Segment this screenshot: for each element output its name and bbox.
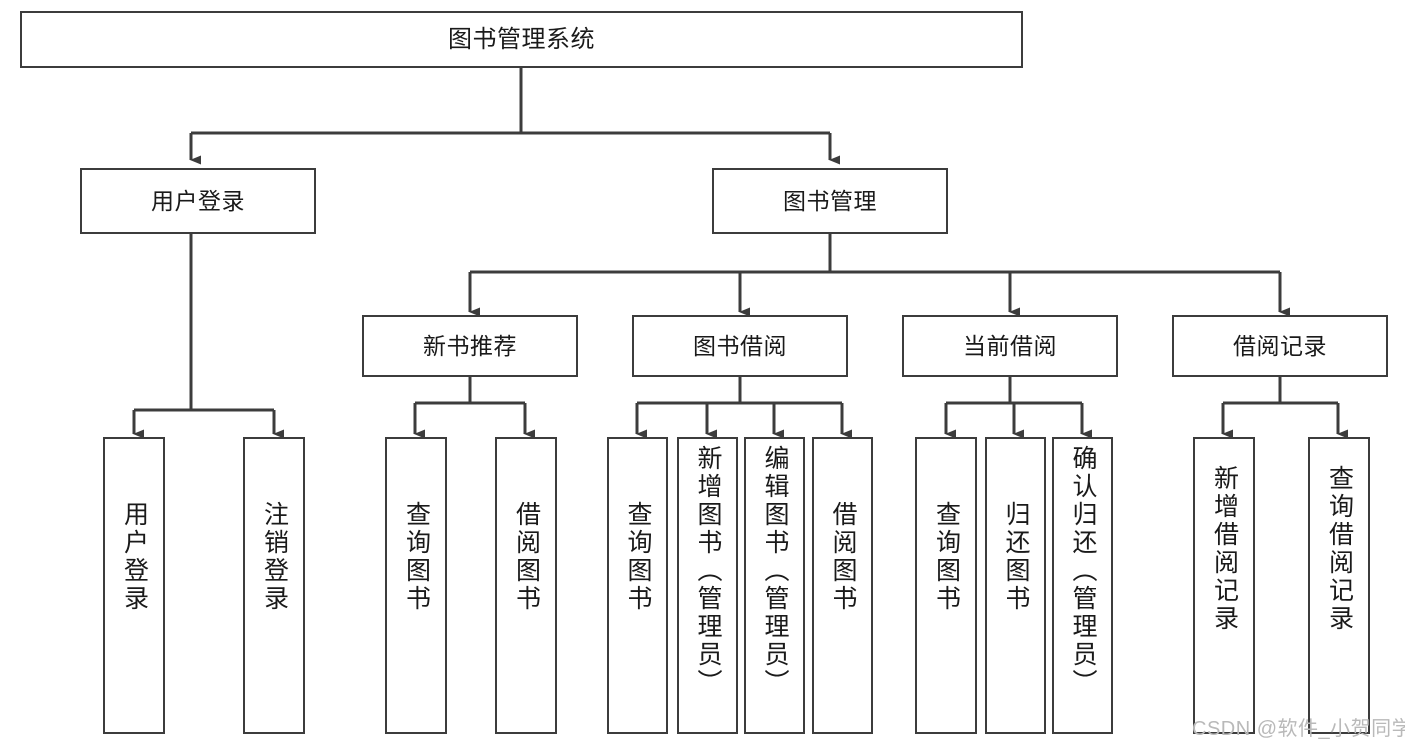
leaf-query-borrow-record[interactable]: 查询借阅记录 <box>1308 437 1370 734</box>
node-book-borrow[interactable]: 图书借阅 <box>632 315 848 377</box>
leaf-add-borrow-record[interactable]: 新增借阅记录 <box>1193 437 1255 734</box>
node-label: 借阅记录 <box>1233 332 1327 359</box>
leaf-confirm-return-admin[interactable]: 确认归还（管理员） <box>1052 437 1113 734</box>
node-label: 注销登录 <box>260 501 289 613</box>
leaf-query-book-new-recommend[interactable]: 查询图书 <box>385 437 447 734</box>
node-label: 当前借阅 <box>963 332 1057 359</box>
leaf-query-book-borrow[interactable]: 查询图书 <box>607 437 668 734</box>
node-label: 用户登录 <box>151 187 245 214</box>
node-user-login[interactable]: 用户登录 <box>80 168 316 234</box>
node-label: 查询图书 <box>402 501 431 613</box>
node-label: 新增图书（管理员） <box>694 445 722 697</box>
leaf-user-login[interactable]: 用户登录 <box>103 437 165 734</box>
node-root-book-management-system[interactable]: 图书管理系统 <box>20 11 1023 68</box>
node-label: 查询图书 <box>624 501 652 613</box>
leaf-query-book-current[interactable]: 查询图书 <box>915 437 977 734</box>
node-label: 图书管理 <box>783 187 877 214</box>
leaf-borrow-book-new-recommend[interactable]: 借阅图书 <box>495 437 557 734</box>
node-new-book-recommend[interactable]: 新书推荐 <box>362 315 578 377</box>
node-borrow-record[interactable]: 借阅记录 <box>1172 315 1388 377</box>
leaf-logout-login[interactable]: 注销登录 <box>243 437 305 734</box>
node-label: 新书推荐 <box>423 332 517 359</box>
node-label: 查询图书 <box>932 501 961 613</box>
node-label: 新增借阅记录 <box>1210 465 1239 633</box>
leaf-borrow-book-borrow[interactable]: 借阅图书 <box>812 437 873 734</box>
node-label: 编辑图书（管理员） <box>761 445 789 697</box>
node-label: 用户登录 <box>120 501 149 613</box>
node-label: 借阅图书 <box>829 501 857 613</box>
node-label: 确认归还（管理员） <box>1069 445 1097 697</box>
node-book-management[interactable]: 图书管理 <box>712 168 948 234</box>
node-current-borrow[interactable]: 当前借阅 <box>902 315 1118 377</box>
node-label: 图书管理系统 <box>448 25 595 53</box>
watermark-text: CSDN @软件_小贺同学 <box>1192 718 1405 740</box>
node-label: 查询借阅记录 <box>1325 465 1354 633</box>
node-label: 借阅图书 <box>512 501 541 613</box>
leaf-edit-book-admin[interactable]: 编辑图书（管理员） <box>744 437 805 734</box>
node-label: 归还图书 <box>1002 501 1030 613</box>
leaf-return-book[interactable]: 归还图书 <box>985 437 1046 734</box>
node-label: 图书借阅 <box>693 332 787 359</box>
leaf-add-book-admin[interactable]: 新增图书（管理员） <box>677 437 738 734</box>
